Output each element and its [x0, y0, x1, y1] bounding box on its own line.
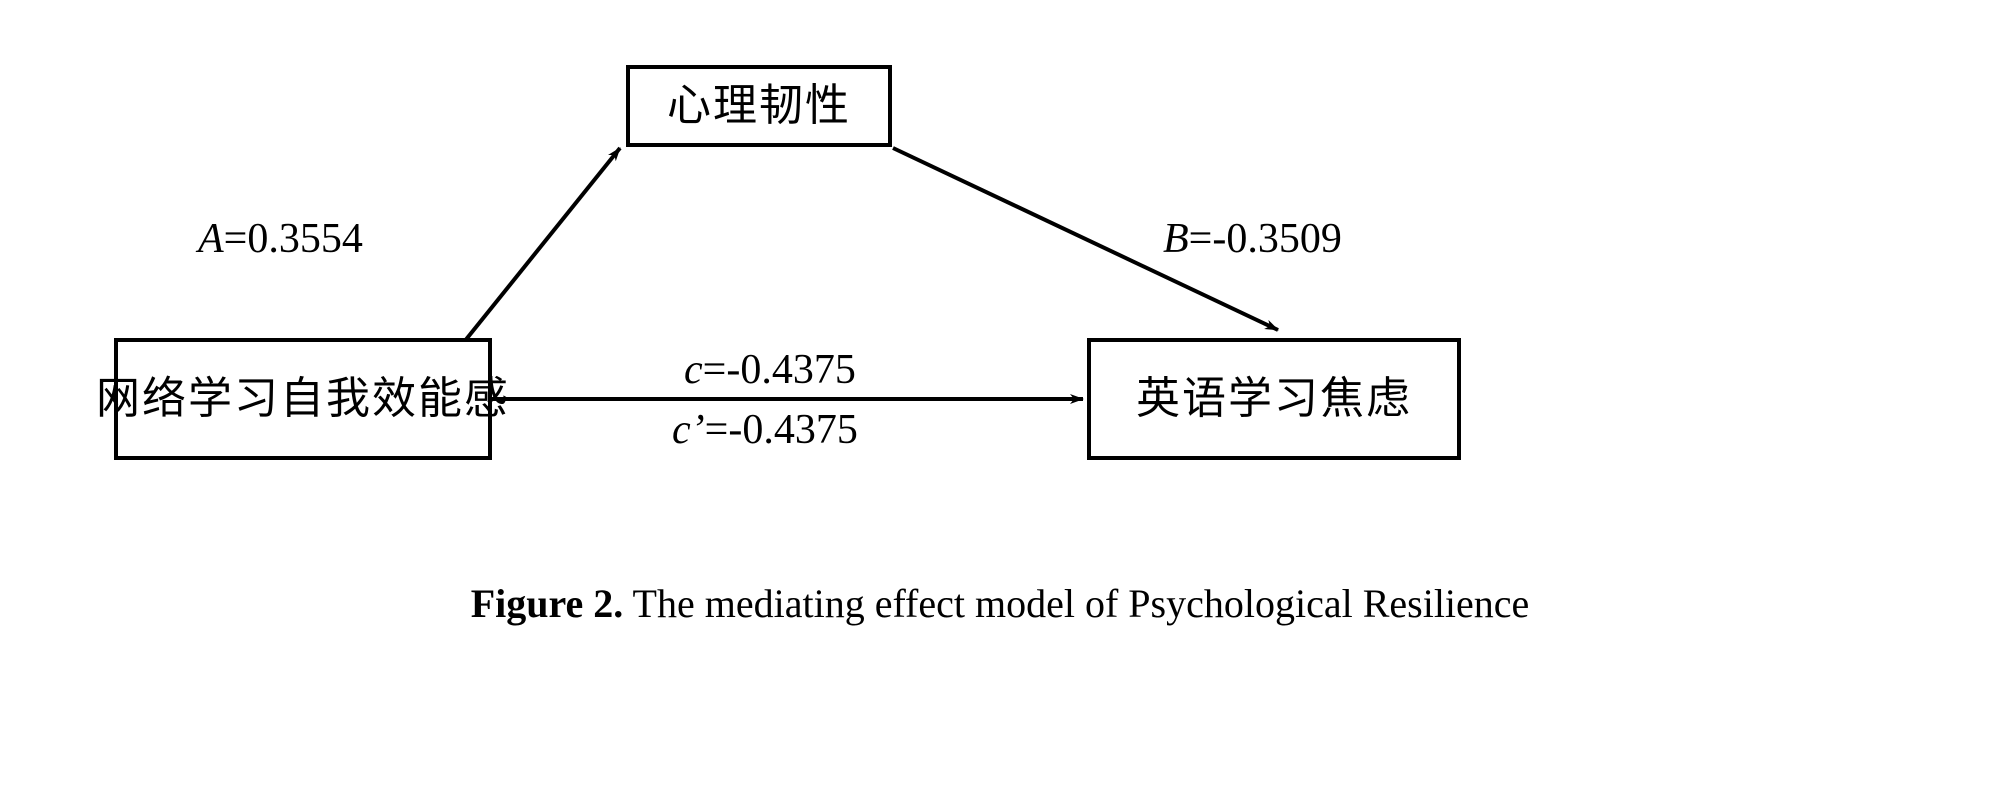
path-coefficient-label-b: B=-0.3509 [1163, 218, 1342, 260]
node-label-predictor: 网络学习自我效能感 [96, 373, 510, 423]
figure-caption: Figure 2. The mediating effect model of … [0, 580, 2000, 628]
figure-caption-label: Figure 2. [470, 581, 624, 626]
node-box-outcome: 英语学习焦虑 [1087, 338, 1461, 460]
path-coefficient-label-a: A=0.3554 [198, 218, 363, 260]
path-symbol-c-prime: c’ [672, 407, 705, 453]
path-symbol-a: A [198, 216, 224, 262]
path-coefficient-label-c: c=-0.4375 [684, 349, 856, 391]
path-coefficient-label-c-prime: c’=-0.4375 [672, 409, 858, 451]
arrow-path-b [892, 146, 1279, 332]
path-value-b: =-0.3509 [1188, 216, 1342, 262]
path-value-a: =0.3554 [223, 216, 363, 262]
figure-caption-text: The mediating effect model of Psychologi… [623, 581, 1530, 626]
node-label-mediator: 心理韧性 [667, 80, 851, 130]
path-symbol-c: c [684, 347, 703, 393]
node-box-mediator: 心理韧性 [626, 65, 892, 147]
path-symbol-b: B [1163, 216, 1189, 262]
node-label-outcome: 英语学习焦虑 [1136, 373, 1412, 423]
node-box-predictor: 网络学习自我效能感 [96, 338, 508, 460]
path-value-c-prime: =-0.4375 [704, 407, 858, 453]
path-value-c: =-0.4375 [702, 347, 856, 393]
